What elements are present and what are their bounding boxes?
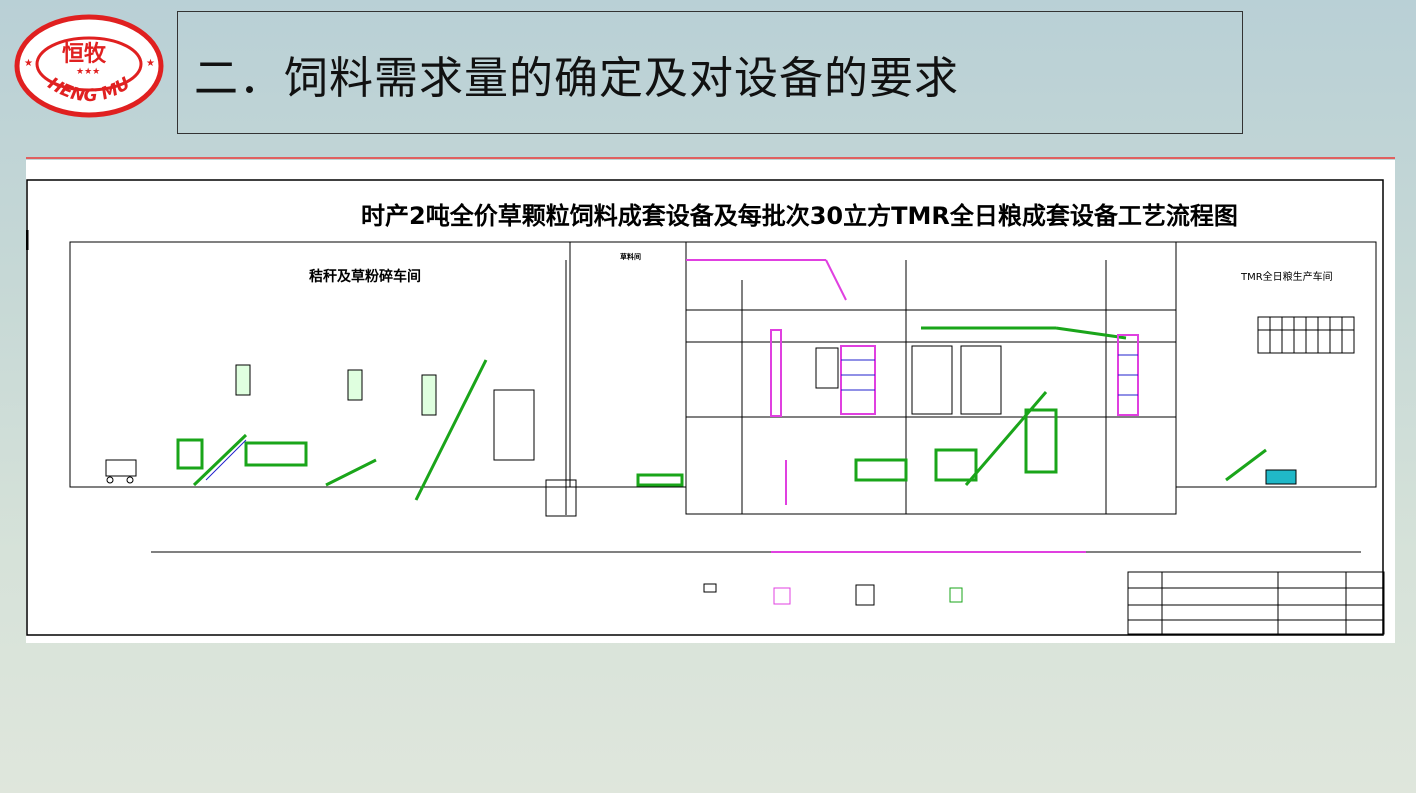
diagram-title: 时产2吨全价草颗粒饲料成套设备及每批次30立方TMR全日粮成套设备工艺流程图 bbox=[361, 202, 1238, 230]
label-straw-workshop: 秸秆及草粉碎车间 bbox=[309, 269, 421, 285]
label-tmr-workshop: TMR全日粮生产车间 bbox=[1241, 272, 1333, 283]
label-warehouse: 草料间 bbox=[620, 253, 641, 261]
divider-line bbox=[26, 157, 1395, 159]
process-flow-diagram: 时产2吨全价草颗粒饲料成套设备及每批次30立方TMR全日粮成套设备工艺流程图 秸… bbox=[26, 160, 1395, 643]
hengmu-logo: ★ ★ HENG MU 恒牧 ★★★ bbox=[14, 14, 164, 118]
title-box: 二．饲料需求量的确定及对设备的要求 bbox=[177, 11, 1243, 134]
svg-text:★: ★ bbox=[146, 58, 155, 69]
svg-text:★: ★ bbox=[24, 58, 33, 69]
logo-stars: ★★★ bbox=[76, 67, 101, 77]
logo-top-text: 恒牧 bbox=[62, 42, 107, 67]
page-title: 二．饲料需求量的确定及对设备的要求 bbox=[194, 53, 959, 104]
